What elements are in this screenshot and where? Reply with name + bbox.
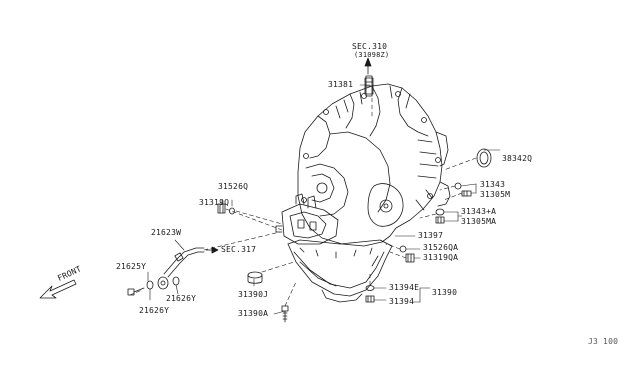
sec317-arrow <box>205 246 219 254</box>
plug-31305M <box>461 190 472 197</box>
o-ring-31526QA <box>399 245 407 253</box>
oil-cooler-hose-21623W <box>163 247 205 278</box>
control-valve-body <box>275 193 339 245</box>
label-31381: 31381 <box>328 80 354 89</box>
label-31390J: 31390J <box>238 290 269 299</box>
sec310-arrow <box>364 57 372 75</box>
label-21623W: 21623W <box>151 228 182 237</box>
oil-seal-38342Q <box>476 148 492 168</box>
label-31526QA: 31526QA <box>423 243 459 252</box>
label-31390: 31390 <box>432 288 458 297</box>
dashed-guides <box>129 97 477 307</box>
o-ring-31343a <box>435 208 445 216</box>
label-31343a: 31343+A <box>461 207 497 216</box>
label-31343: 31343 <box>480 180 506 189</box>
label-38342Q: 38342Q <box>502 154 533 163</box>
label-31394: 31394 <box>389 297 415 306</box>
washer-21626Y-a <box>146 280 154 290</box>
oil-pan <box>287 239 393 303</box>
label-sec310-sub: (31098Z) <box>354 51 390 59</box>
bolt-21625Y <box>127 287 145 296</box>
leader-lines <box>147 84 501 315</box>
bolt-31390A <box>281 305 289 323</box>
label-sec310: SEC.310 <box>352 42 388 51</box>
plug-31305MA <box>435 216 445 224</box>
label-31394E: 31394E <box>389 283 420 292</box>
label-31319Q: 31319Q <box>199 198 230 207</box>
banjo-fitting <box>157 276 169 290</box>
diagram-code: J3 100 <box>588 337 619 346</box>
label-31526Q: 31526Q <box>218 182 249 191</box>
label-31305MA: 31305MA <box>461 217 497 226</box>
label-31305M: 31305M <box>480 190 511 199</box>
label-31390A: 31390A <box>238 309 269 318</box>
o-ring-31343 <box>454 182 462 190</box>
label-21626Y-a: 21626Y <box>166 294 197 303</box>
o-ring-31526Q <box>229 207 235 215</box>
magnet-31390J <box>247 271 263 284</box>
label-31397: 31397 <box>418 231 444 240</box>
connector-31319QA <box>405 253 415 263</box>
label-sec317: SEC.317 <box>221 245 257 254</box>
drain-plug-31394 <box>365 295 375 303</box>
label-21626Y-b: 21626Y <box>139 306 170 315</box>
breather-tube-31381 <box>364 77 374 95</box>
label-31319QA: 31319QA <box>423 253 459 262</box>
washer-21626Y-b <box>172 276 180 286</box>
front-arrow <box>39 279 77 299</box>
label-21625Y: 21625Y <box>116 262 147 271</box>
connector-31319Q <box>217 203 226 214</box>
transaxle-case <box>297 75 451 247</box>
